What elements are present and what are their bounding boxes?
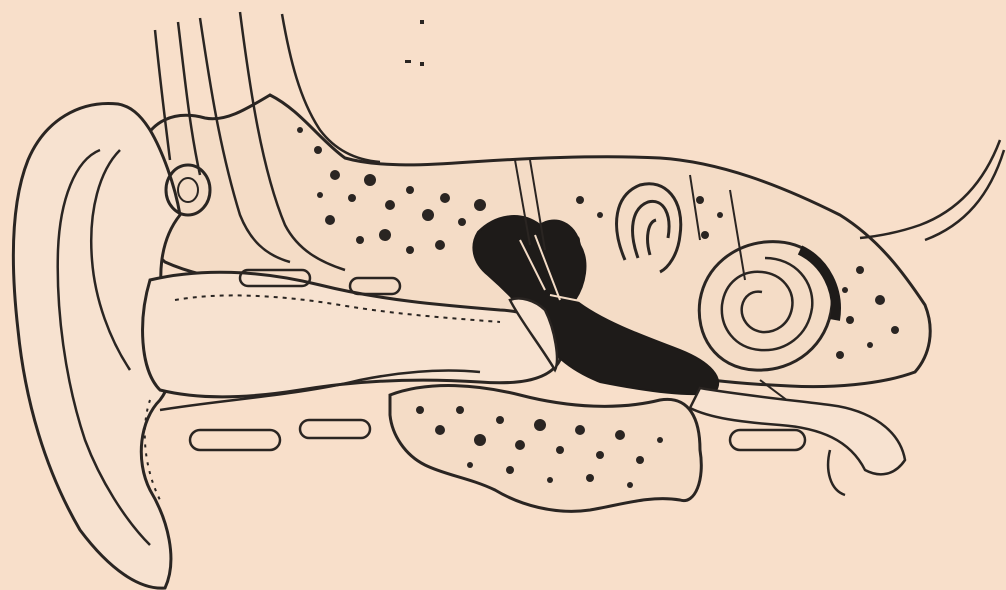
- lower-bone: [390, 386, 701, 512]
- neck-lines: [860, 140, 1004, 240]
- stray-marks: [405, 20, 424, 66]
